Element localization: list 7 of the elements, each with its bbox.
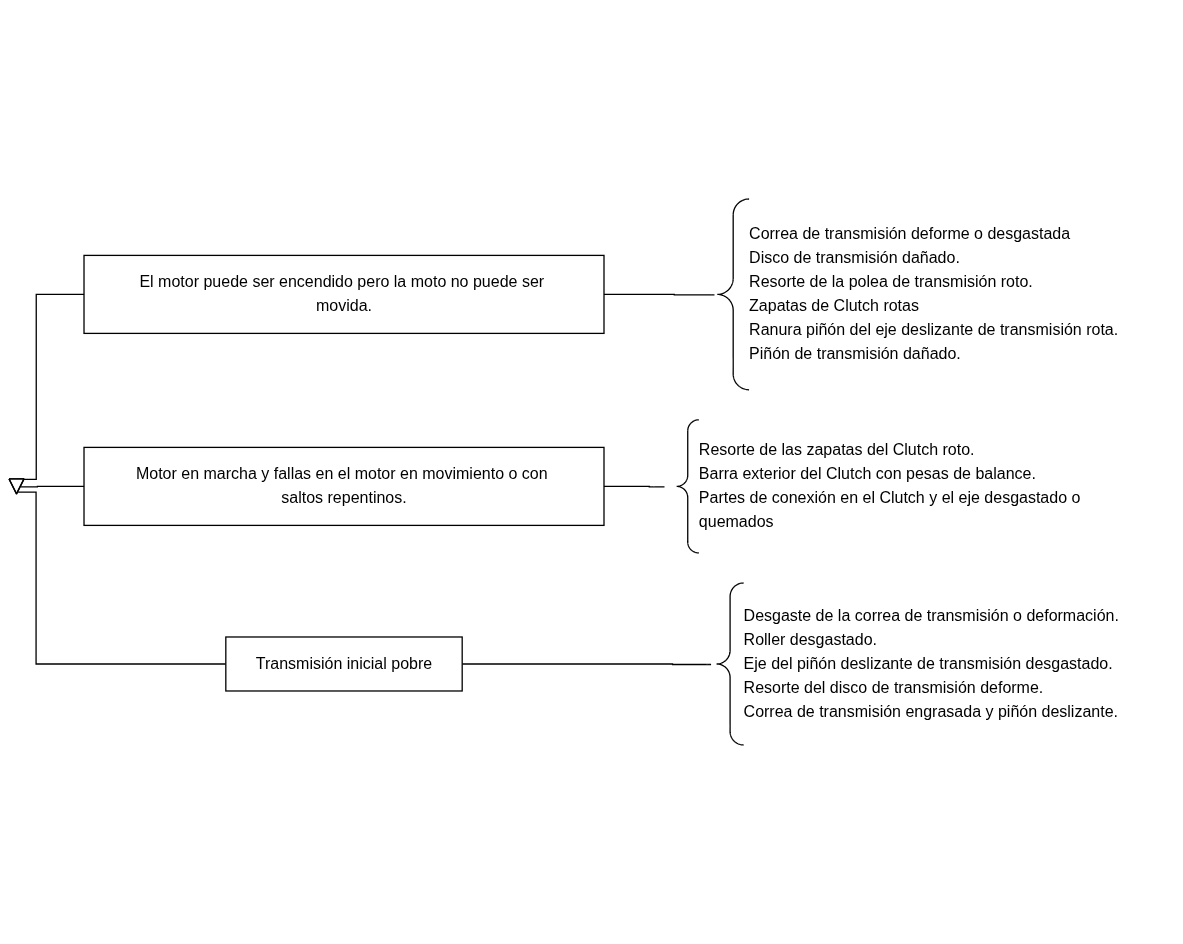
node-box: Motor en marcha y fallas en el motor en movimiento o con saltos repentinos. [83, 446, 605, 527]
node-text: Correa de transmisión deforme o desgastada Disco de transmisión dañado. Resorte de la polea de transmisión roto. Zapatas de Clutch rotas Ranura piñón del eje deslizante de transmisión rota. Piñón de transmisión dañado. [749, 225, 1119, 363]
node-box: El motor puede ser encendido pero la moto no puede ser movida. [83, 254, 605, 335]
node-text: Resorte de las zapatas del Clutch roto. Barra exterior del Clutch con pesas de balance. Partes de conexión en el Clutch y el eje desgastado o quemados [698, 441, 1081, 531]
node-text: Desgaste de la correa de transmisión o deformación. Roller desgastado. Eje del piñón deslizante de transmisión desgastado. Resorte del disco de transmisión deforme. Correa de transmisión engrasada y piñón deslizante. [743, 606, 1119, 720]
node-box: Transmisión inicial pobre [225, 636, 463, 692]
connector [20, 485, 85, 488]
